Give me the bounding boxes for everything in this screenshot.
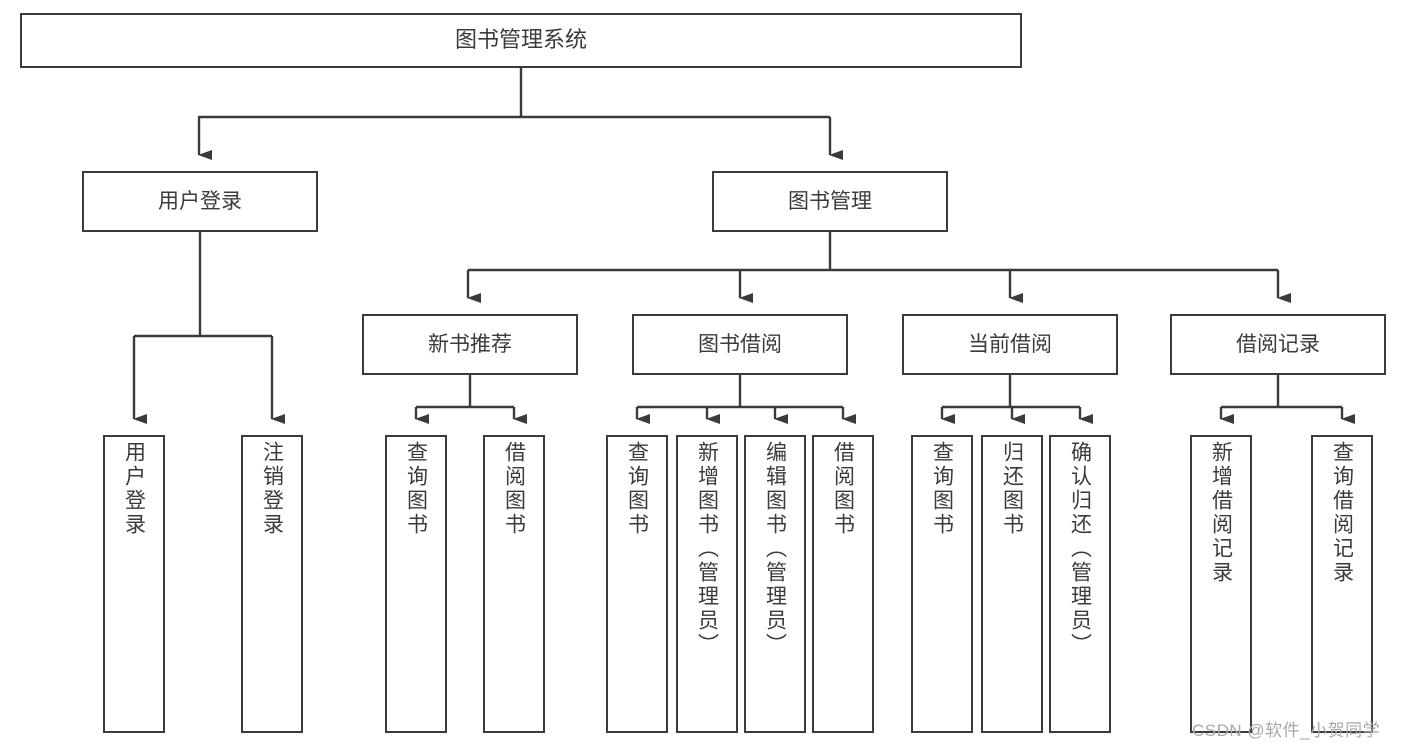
- node-new-book-recommend-label: 新书推荐: [428, 332, 512, 356]
- node-borrow-record[interactable]: 借阅记录: [1170, 314, 1386, 375]
- leaf-node[interactable]: 新增借阅记录: [1190, 435, 1252, 733]
- node-book-borrow-label: 图书借阅: [698, 332, 782, 356]
- leaf-node[interactable]: 借阅图书: [812, 435, 874, 733]
- node-root-label: 图书管理系统: [454, 27, 587, 53]
- leaf-node[interactable]: 查询图书: [911, 435, 973, 733]
- leaf-node-label: 查询借阅记录: [1330, 441, 1354, 585]
- node-root[interactable]: 图书管理系统: [20, 13, 1022, 68]
- leaf-node-label: 借阅图书: [502, 441, 526, 537]
- leaf-node-label: 用户登录: [122, 441, 146, 537]
- leaf-node[interactable]: 借阅图书: [483, 435, 545, 733]
- leaf-node-label: 借阅图书: [831, 441, 855, 537]
- node-book-borrow[interactable]: 图书借阅: [632, 314, 848, 375]
- leaf-node-label: 新增图书（管理员）: [695, 441, 719, 657]
- leaf-node[interactable]: 确认归还（管理员）: [1049, 435, 1111, 733]
- leaf-node[interactable]: 查询借阅记录: [1311, 435, 1373, 733]
- csdn-watermark: CSDN @软件_小贺同学: [1192, 721, 1381, 740]
- leaf-node[interactable]: 用户登录: [103, 435, 165, 733]
- leaf-node-label: 确认归还（管理员）: [1068, 441, 1092, 657]
- leaf-node[interactable]: 归还图书: [981, 435, 1043, 733]
- leaf-node[interactable]: 注销登录: [241, 435, 303, 733]
- node-book-management-label: 图书管理: [788, 189, 872, 213]
- leaf-node-label: 查询图书: [625, 441, 649, 537]
- leaf-node-label: 查询图书: [930, 441, 954, 537]
- node-new-book-recommend[interactable]: 新书推荐: [362, 314, 578, 375]
- leaf-node-label: 归还图书: [1000, 441, 1024, 537]
- leaf-node-label: 查询图书: [404, 441, 428, 537]
- leaf-node-label: 注销登录: [260, 441, 284, 537]
- leaf-node-label: 新增借阅记录: [1209, 441, 1233, 585]
- node-user-login-label: 用户登录: [158, 189, 242, 213]
- leaf-node[interactable]: 编辑图书（管理员）: [744, 435, 806, 733]
- leaf-node[interactable]: 查询图书: [606, 435, 668, 733]
- node-current-borrow[interactable]: 当前借阅: [902, 314, 1118, 375]
- node-book-management[interactable]: 图书管理: [712, 171, 948, 232]
- leaf-node[interactable]: 新增图书（管理员）: [676, 435, 738, 733]
- node-borrow-record-label: 借阅记录: [1236, 332, 1320, 356]
- node-current-borrow-label: 当前借阅: [968, 332, 1052, 356]
- node-user-login[interactable]: 用户登录: [82, 171, 318, 232]
- leaf-node[interactable]: 查询图书: [385, 435, 447, 733]
- leaf-node-label: 编辑图书（管理员）: [763, 441, 787, 657]
